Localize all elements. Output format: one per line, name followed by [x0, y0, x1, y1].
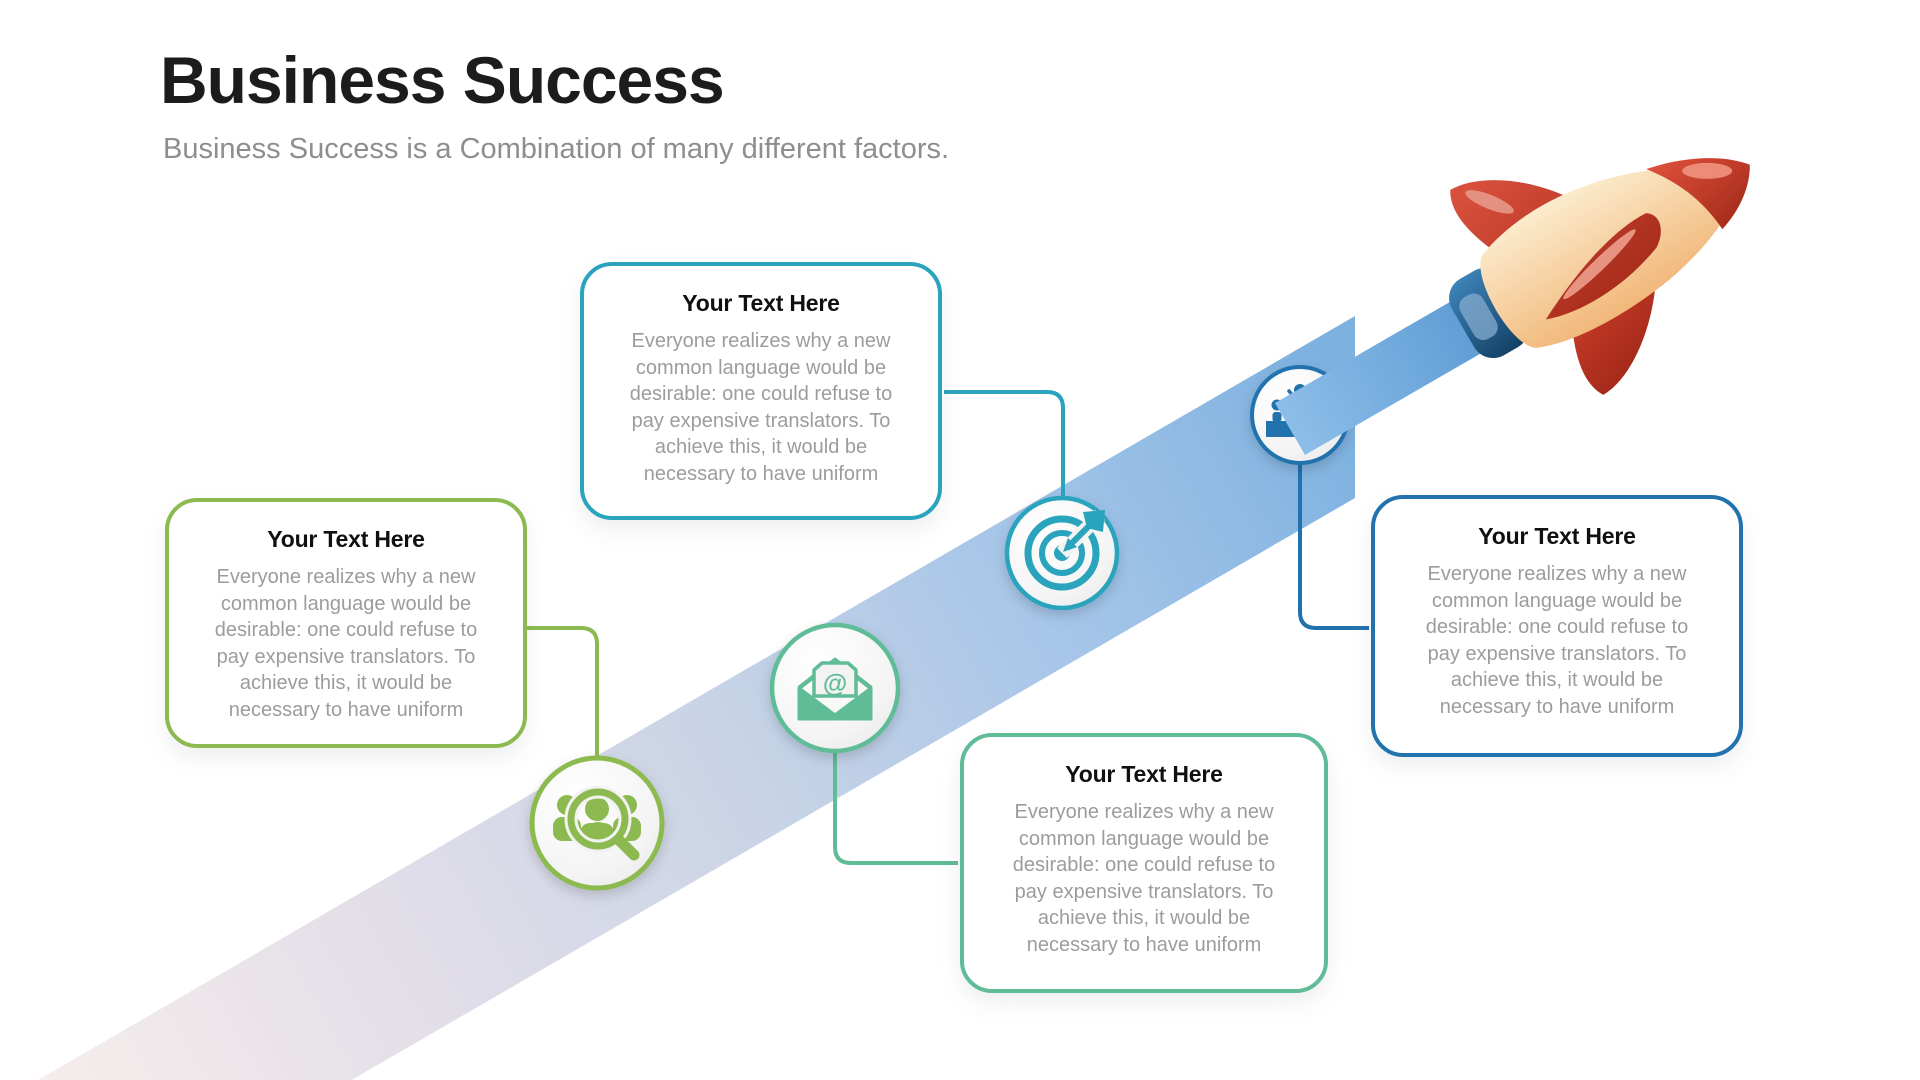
callout-heading: Your Text Here — [682, 290, 840, 316]
connector-bottom-card — [833, 748, 958, 865]
team-search-badge[interactable] — [529, 755, 665, 891]
callout-card-left[interactable]: Your Text Here Everyone realizes why a n… — [165, 498, 527, 748]
target-badge[interactable] — [1004, 495, 1120, 611]
connector-right-card — [1298, 461, 1369, 630]
callout-heading: Your Text Here — [1478, 523, 1636, 549]
email-icon: @ — [797, 657, 873, 721]
callout-heading: Your Text Here — [1065, 761, 1223, 787]
email-badge[interactable]: @ — [769, 622, 901, 754]
callout-body: Everyone realizes why a new common langu… — [1012, 801, 1276, 956]
trajectory-band — [37, 316, 1355, 1080]
callout-heading: Your Text Here — [267, 526, 425, 552]
connector-left-card — [527, 626, 599, 756]
page-title: Business Success — [160, 43, 725, 117]
team-search-icon — [553, 785, 641, 861]
connector-top-card — [944, 390, 1065, 496]
rocket-nose-highlight — [1682, 162, 1733, 179]
callout-body: Everyone realizes why a new common langu… — [214, 566, 478, 721]
rocket-illustration[interactable] — [1400, 54, 1813, 439]
rocket-nozzle-highlight — [1459, 293, 1498, 341]
callout-card-bottom[interactable]: Your Text Here Everyone realizes why a n… — [960, 733, 1328, 993]
rocket-side-fin-highlight — [1563, 229, 1636, 300]
callout-body: Everyone realizes why a new common langu… — [629, 330, 893, 485]
callout-body: Everyone realizes why a new common langu… — [1425, 563, 1689, 718]
rocket-bottom-fin — [1572, 287, 1656, 395]
callout-card-top[interactable]: Your Text Here Everyone realizes why a n… — [580, 262, 942, 520]
target-icon — [1024, 510, 1105, 591]
rocket-exhaust — [1275, 299, 1485, 455]
rocket-top-fin-highlight — [1465, 190, 1514, 214]
page-subtitle: Business Success is a Combination of man… — [163, 133, 950, 165]
callout-card-right[interactable]: Your Text Here Everyone realizes why a n… — [1371, 495, 1743, 757]
email-at-glyph: @ — [823, 670, 847, 698]
